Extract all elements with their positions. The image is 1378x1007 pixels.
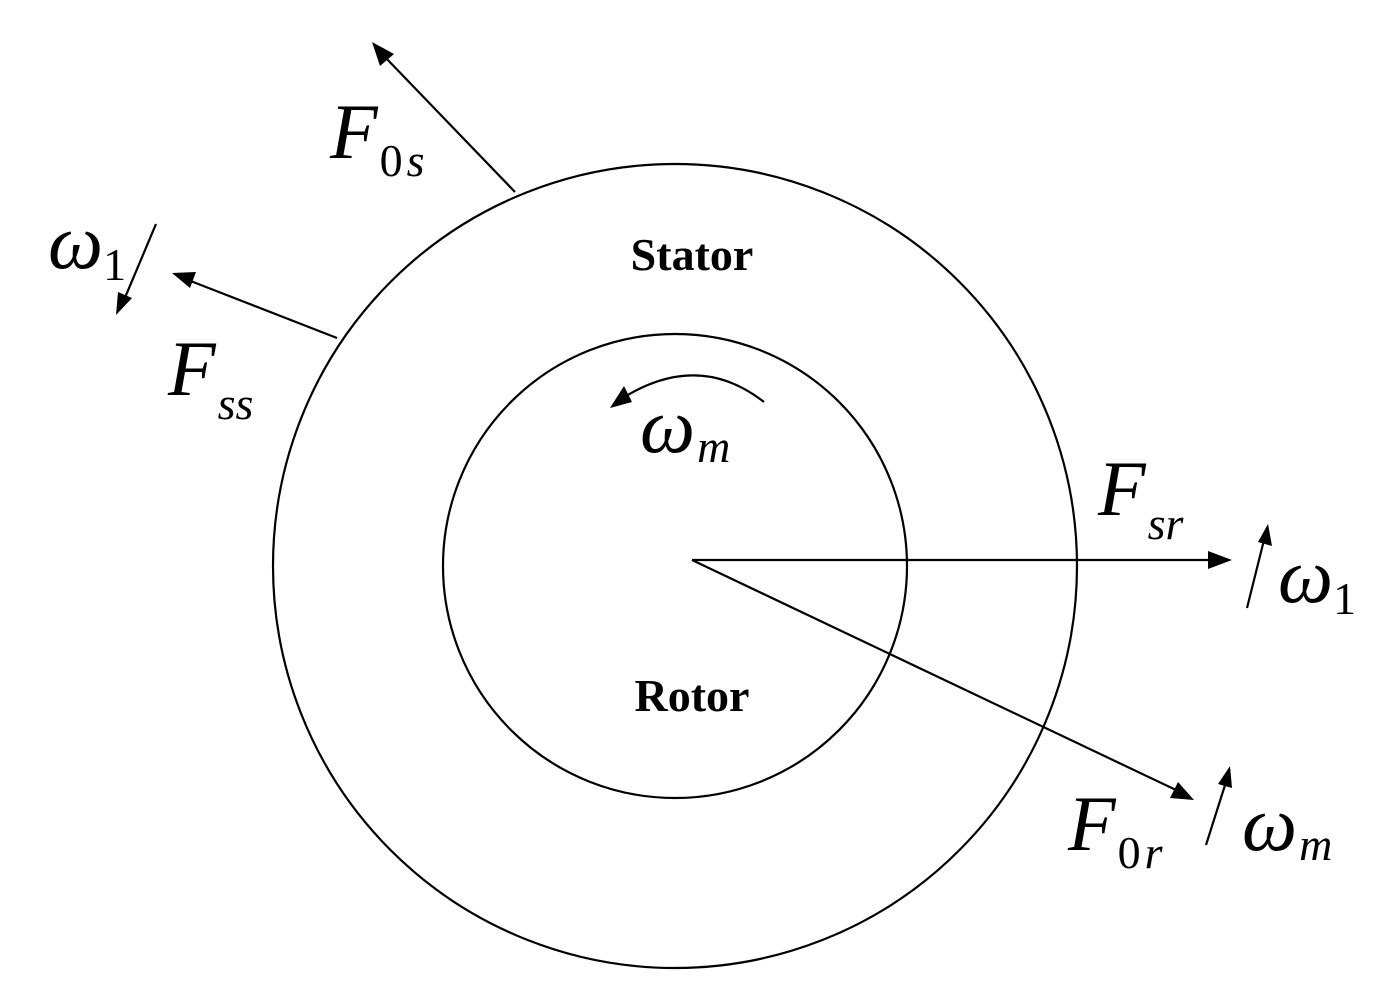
f0r-vector — [691, 559, 1194, 800]
stator-circle — [271, 162, 1079, 970]
f0s-label: F0s — [329, 88, 425, 186]
fss-vector — [172, 272, 338, 340]
rotor-rotation-arrow — [610, 374, 765, 408]
omegam-right-label: ωm — [1242, 780, 1332, 870]
omega1-left-direction-arrow — [116, 223, 158, 315]
f0r-label: F0r — [1067, 780, 1164, 878]
omega1-right-direction-arrow — [1245, 524, 1272, 609]
omegam-right-direction-arrow — [1204, 766, 1232, 846]
omega1-right-label: ω1 — [1278, 532, 1356, 624]
fsr-label: Fsr — [1097, 445, 1185, 549]
omega1-left-label: ω1 — [48, 198, 126, 290]
fss-label: Fss — [167, 325, 253, 429]
omegam-rotor-label: ωm — [640, 382, 730, 472]
rotor-circle — [441, 332, 909, 800]
rotor-label: Rotor — [635, 670, 750, 721]
stator-label: Stator — [631, 229, 754, 280]
f0s-vector — [372, 42, 516, 193]
fsr-vector — [692, 551, 1232, 569]
